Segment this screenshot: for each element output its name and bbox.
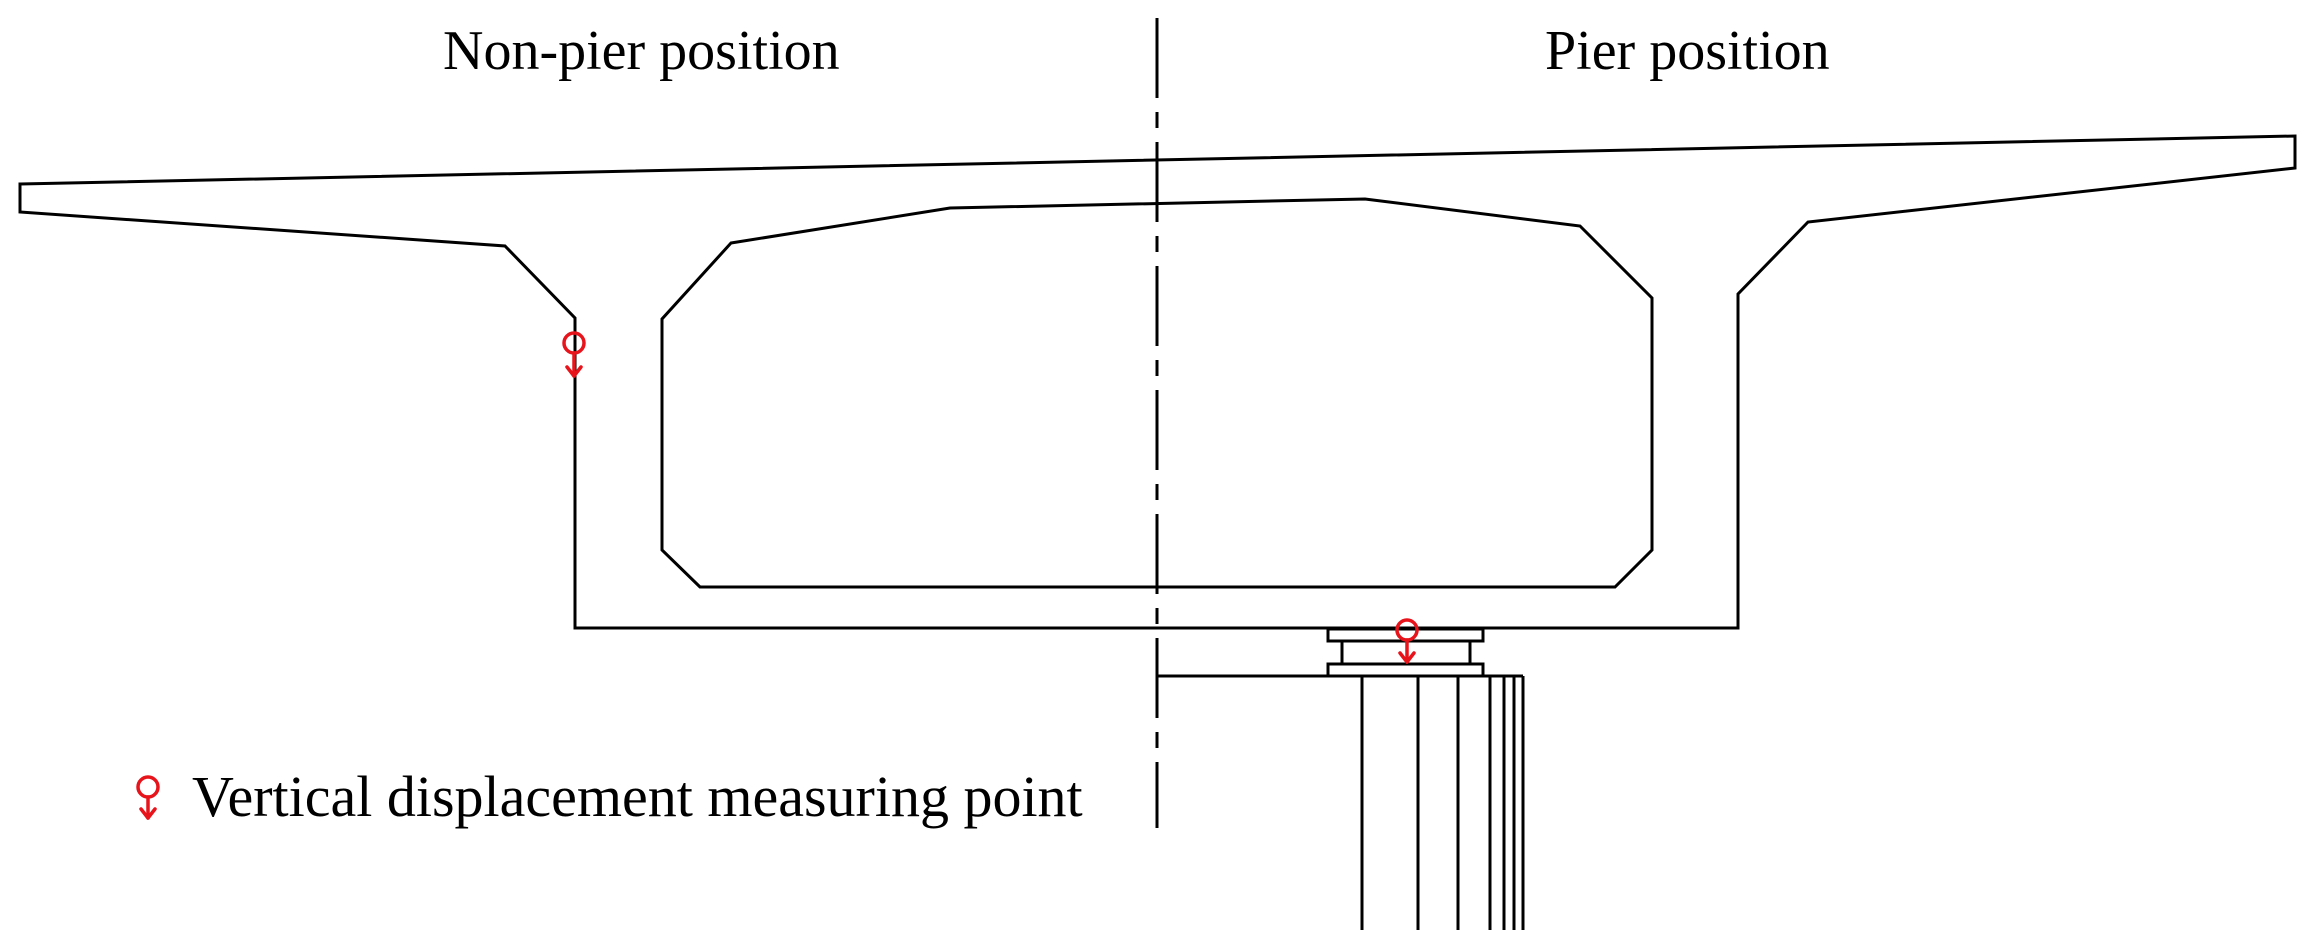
- bearing-bottom-plate: [1326, 662, 1485, 678]
- legend-label: Vertical displacement measuring point: [192, 764, 1083, 829]
- box-girder-outer-contour: [18, 134, 2297, 630]
- pier-position-label: Pier position: [1545, 20, 1830, 82]
- legend-measuring-point-icon: [136, 775, 160, 820]
- pier-column: [1157, 674, 1525, 930]
- measuring-point-pier-icon: [1395, 618, 1419, 664]
- box-girder-inner-cell: [660, 197, 1654, 589]
- non-pier-position-label: Non-pier position: [443, 20, 840, 82]
- measuring-point-non-pier-icon: [562, 331, 586, 378]
